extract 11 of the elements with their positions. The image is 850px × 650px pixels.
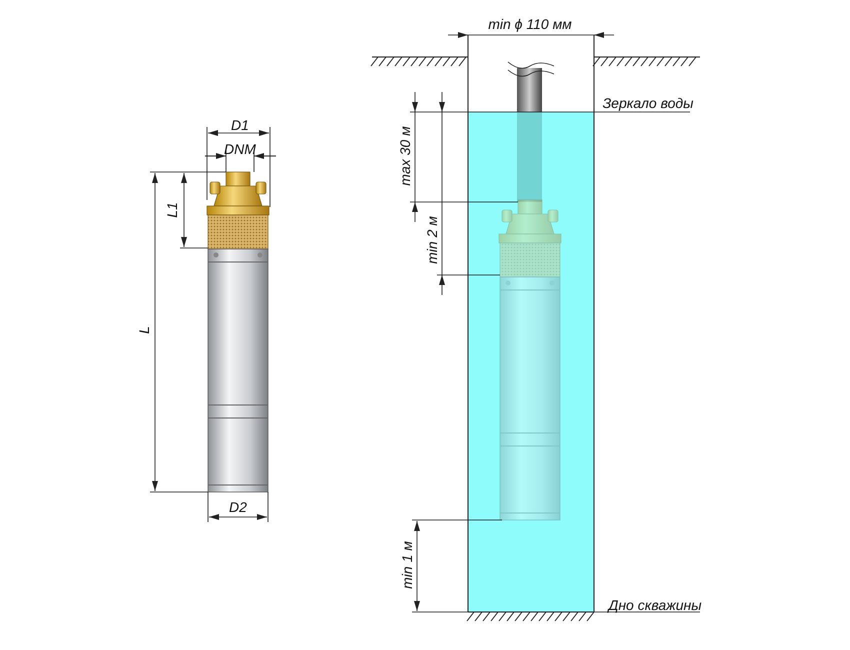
dimension-label: min ϕ 110 мм: [488, 17, 572, 31]
dimension-label: min 1 м: [400, 541, 414, 589]
dimension-label: Дно скважины: [608, 598, 702, 612]
dimension-label: min 2 м: [425, 216, 439, 264]
dimension-label: Зеркало воды: [602, 96, 694, 110]
dimension-label: DNM: [224, 142, 256, 156]
dimension-label: D1: [231, 118, 249, 132]
dimension-label: L1: [165, 202, 179, 218]
dimension-label: max 30 м: [398, 126, 412, 186]
dimension-label: L: [137, 326, 151, 334]
dimension-label: D2: [229, 500, 247, 514]
